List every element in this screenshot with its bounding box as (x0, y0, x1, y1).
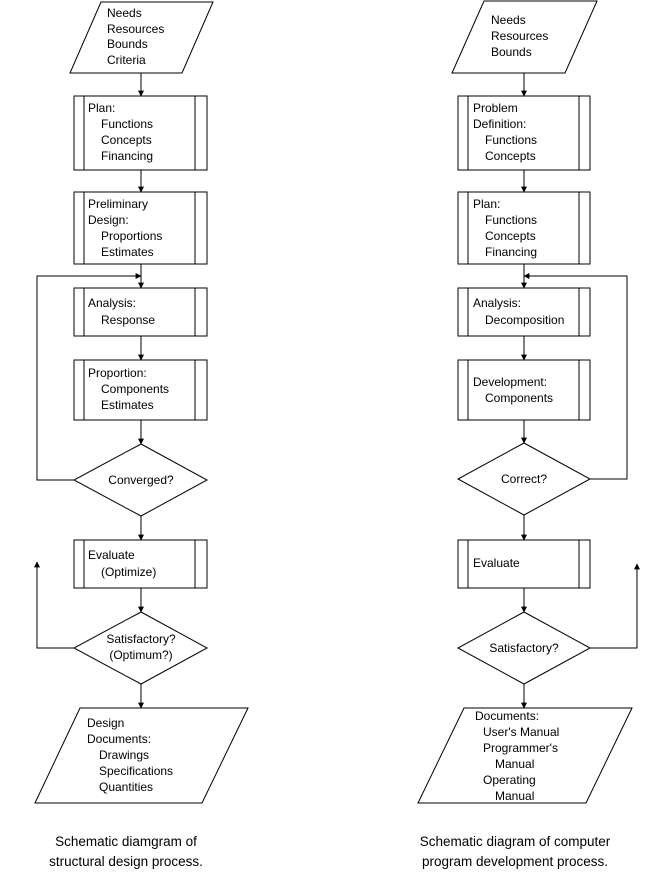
right-documents-parallelogram: Documents: User's Manual Programmer's Ma… (417, 707, 633, 804)
right-caption-line: program development process. (422, 854, 608, 869)
left-preliminary-design-box: Preliminary Design: Proportions Estimate… (73, 191, 208, 265)
left-evaluate-box: Evaluate (Optimize) (73, 539, 208, 589)
left-plan-line: Concepts (101, 133, 152, 147)
right-input-line: Resources (491, 29, 548, 43)
right-problem-definition-box: Problem Definition: Functions Concepts (457, 95, 591, 171)
left-prelim-line: Preliminary (88, 197, 148, 211)
left-proportion-line: Estimates (101, 398, 154, 412)
left-evaluate-line: Evaluate (88, 548, 135, 562)
left-plan-line: Financing (101, 149, 153, 163)
right-documents-line: Manual (495, 789, 534, 803)
right-input-line: Needs (491, 13, 526, 27)
right-input-parallelogram: Needs Resources Bounds (451, 0, 598, 74)
right-analysis-line: Analysis: (473, 296, 521, 310)
left-plan-line: Functions (101, 117, 153, 131)
right-documents-line: Programmer's (483, 741, 558, 755)
left-analysis-line: Analysis: (88, 296, 136, 310)
right-development-line: Components (485, 391, 553, 405)
left-input-parallelogram: Needs Resources Bounds Criteria (69, 1, 214, 74)
right-analysis-box: Analysis: Decomposition (457, 287, 591, 337)
left-prelim-line: Design: (88, 213, 129, 227)
right-loop-arrow (523, 273, 628, 480)
left-caption-line: Schematic diamgram of (55, 834, 197, 849)
left-feedback-arrow (34, 561, 74, 649)
left-documents-line: Specifications (99, 764, 173, 778)
left-documents-parallelogram: Design Documents: Drawings Specification… (34, 707, 249, 804)
left-satisfactory-line: Satisfactory? (106, 632, 176, 646)
right-plan-box: Plan: Functions Concepts Financing (457, 191, 591, 265)
left-analysis-box: Analysis: Response (73, 287, 208, 337)
left-documents-line: Drawings (99, 748, 149, 762)
right-plan-line: Concepts (485, 229, 536, 243)
right-documents-line: Manual (495, 757, 534, 771)
right-problem-line: Definition: (473, 117, 526, 131)
right-feedback-arrow (590, 563, 640, 649)
right-correct-label: Correct? (501, 472, 547, 486)
right-plan-line: Functions (485, 213, 537, 227)
left-converged-label: Converged? (108, 473, 174, 487)
left-input-line: Needs (107, 6, 142, 20)
right-problem-line: Functions (485, 133, 537, 147)
left-input-line: Bounds (107, 37, 148, 51)
right-problem-line: Concepts (485, 149, 536, 163)
right-documents-line: Operating (483, 773, 536, 787)
right-input-line: Bounds (491, 45, 532, 59)
left-documents-line: Design (87, 716, 124, 730)
left-satisfactory-decision: Satisfactory? (Optimum?) (72, 611, 209, 685)
left-loop-arrow (36, 273, 142, 481)
right-evaluate-label: Evaluate (473, 556, 520, 570)
left-evaluate-line: (Optimize) (101, 565, 156, 579)
left-flowchart: Needs Resources Bounds Criteria Plan: Fu… (34, 1, 249, 869)
left-satisfactory-line: (Optimum?) (109, 648, 172, 662)
right-plan-line: Plan: (473, 197, 500, 211)
left-proportion-line: Proportion: (88, 366, 147, 380)
right-evaluate-box: Evaluate (457, 539, 591, 589)
right-satisfactory-label: Satisfactory? (489, 641, 559, 655)
left-prelim-line: Estimates (101, 245, 154, 259)
right-documents-line: Documents: (475, 709, 539, 723)
right-satisfactory-decision: Satisfactory? (456, 611, 592, 685)
right-flowchart: Needs Resources Bounds Problem Definitio… (417, 0, 640, 869)
left-prelim-line: Proportions (101, 229, 162, 243)
left-input-line: Criteria (107, 53, 146, 67)
left-documents-line: Documents: (87, 732, 151, 746)
right-correct-decision: Correct? (456, 442, 592, 516)
left-input-line: Resources (107, 22, 164, 36)
right-documents-line: User's Manual (483, 725, 559, 739)
left-proportion-box: Proportion: Components Estimates (73, 359, 208, 421)
right-analysis-line: Decomposition (485, 313, 564, 327)
right-caption-line: Schematic diagram of computer (420, 834, 611, 849)
right-plan-line: Financing (485, 245, 537, 259)
left-plan-line: Plan: (88, 101, 115, 115)
left-converged-decision: Converged? (72, 443, 209, 517)
right-problem-line: Problem (473, 101, 518, 115)
left-documents-line: Quantities (99, 780, 153, 794)
left-caption-line: structural design process. (49, 854, 203, 869)
left-proportion-line: Components (101, 382, 169, 396)
right-development-box: Development: Components (457, 359, 591, 421)
right-development-line: Development: (473, 375, 547, 389)
left-plan-box: Plan: Functions Concepts Financing (73, 95, 208, 171)
left-analysis-line: Response (101, 313, 155, 327)
